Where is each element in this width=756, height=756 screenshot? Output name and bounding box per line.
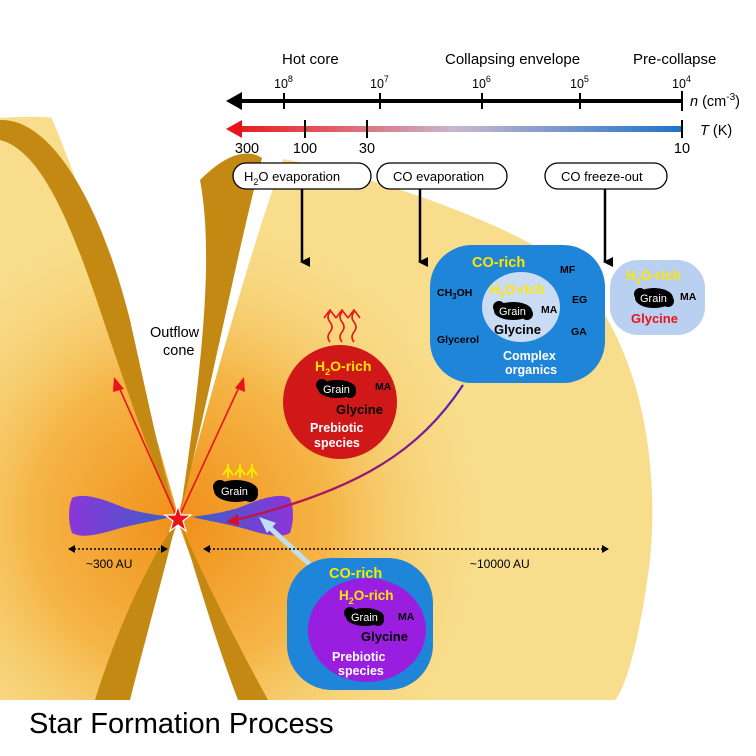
bubble-pre-collapse: H2O-rich Grain MA Glycine: [610, 260, 705, 335]
svg-text:H2O-rich: H2O-rich: [339, 588, 394, 606]
event-co-freeze-out: CO freeze-out: [544, 162, 668, 267]
cone-wall-left-lower: [95, 522, 176, 700]
svg-text:Grain: Grain: [221, 486, 248, 498]
density-tick-label: 108: [274, 74, 293, 91]
svg-text:Grain: Grain: [351, 612, 378, 624]
temperature-tick-label: 10: [674, 141, 690, 157]
scale-disk: ~300 AU: [68, 545, 168, 571]
density-tick-label: 105: [570, 74, 589, 91]
svg-text:Grain: Grain: [640, 293, 667, 305]
svg-text:~10000 AU: ~10000 AU: [470, 557, 530, 571]
svg-text:MA: MA: [375, 381, 392, 393]
svg-text:MF: MF: [560, 264, 576, 276]
cone-wall-right-upper: [180, 153, 262, 516]
svg-text:species: species: [314, 436, 360, 450]
protostar-icon: [163, 504, 193, 533]
svg-text:MA: MA: [541, 304, 558, 316]
svg-text:EG: EG: [572, 294, 587, 306]
heat-waves: [323, 308, 361, 343]
transition-arrow-to-disk: [234, 384, 464, 522]
density-axis: 108 107 106 105 104 n (cm-3): [226, 74, 740, 111]
temperature-tick-label: 100: [293, 141, 317, 157]
svg-text:Complex: Complex: [503, 349, 556, 363]
svg-text:Glycine: Glycine: [361, 629, 408, 644]
bubble-hot-core: H2O-rich Grain MA Glycine Prebiotic spec…: [283, 308, 397, 459]
temperature-axis: 300 100 30 10 T (K): [226, 120, 732, 157]
svg-text:Glycine: Glycine: [494, 322, 541, 337]
svg-text:H2O-rich: H2O-rich: [490, 282, 545, 300]
svg-text:Prebiotic: Prebiotic: [332, 650, 386, 664]
svg-text:GA: GA: [571, 326, 587, 338]
stage-hot-core: Hot core: [282, 51, 339, 68]
scale-envelope: ~10000 AU: [203, 545, 609, 571]
event-h2o-evaporation: H2O evaporation: [232, 162, 372, 267]
temperature-axis-label: T (K): [700, 123, 732, 139]
svg-text:species: species: [338, 664, 384, 678]
stage-collapsing-envelope: Collapsing envelope: [445, 51, 580, 68]
page-title: Star Formation Process: [29, 708, 334, 740]
temperature-tick-label: 30: [359, 141, 375, 157]
svg-text:CH3OH: CH3OH: [437, 287, 472, 301]
svg-text:CO-rich: CO-rich: [329, 566, 382, 582]
svg-text:Glycerol: Glycerol: [437, 334, 479, 346]
density-tick-label: 104: [672, 74, 691, 91]
svg-text:H2O-rich: H2O-rich: [626, 268, 681, 286]
svg-text:Glycine: Glycine: [631, 311, 678, 326]
svg-text:CO evaporation: CO evaporation: [393, 169, 484, 184]
free-grain: Grain: [213, 464, 258, 502]
outflow-cavity-lower: [110, 522, 240, 700]
svg-text:~300 AU: ~300 AU: [86, 557, 132, 571]
density-tick-label: 107: [370, 74, 389, 91]
density-axis-label: n (cm-3): [690, 92, 740, 110]
svg-text:H2O evaporation: H2O evaporation: [244, 169, 340, 187]
svg-text:Prebiotic: Prebiotic: [310, 421, 364, 435]
density-tick-label: 106: [472, 74, 491, 91]
svg-text:CO freeze-out: CO freeze-out: [561, 169, 643, 184]
outflow-label-line2: cone: [163, 343, 194, 359]
svg-text:CO-rich: CO-rich: [472, 255, 525, 271]
outflow-label-line1: Outflow: [150, 325, 200, 341]
svg-text:H2O-rich: H2O-rich: [315, 358, 371, 377]
stage-pre-collapse: Pre-collapse: [633, 51, 716, 68]
svg-text:Grain: Grain: [499, 306, 526, 318]
event-co-evaporation: CO evaporation: [376, 162, 508, 267]
bubble-collapsing-envelope: CO-rich H2O-rich Grain MA Glycine MF CH3…: [430, 245, 605, 383]
svg-text:Glycine: Glycine: [336, 402, 383, 417]
bubble-disk: CO-rich H2O-rich Grain MA Glycine Prebio…: [287, 558, 433, 690]
svg-text:Grain: Grain: [323, 384, 350, 396]
svg-text:MA: MA: [398, 611, 415, 623]
temperature-tick-label: 300: [235, 141, 259, 157]
outflow-arrows: [113, 377, 245, 516]
svg-text:MA: MA: [680, 291, 697, 303]
svg-text:organics: organics: [505, 363, 557, 377]
